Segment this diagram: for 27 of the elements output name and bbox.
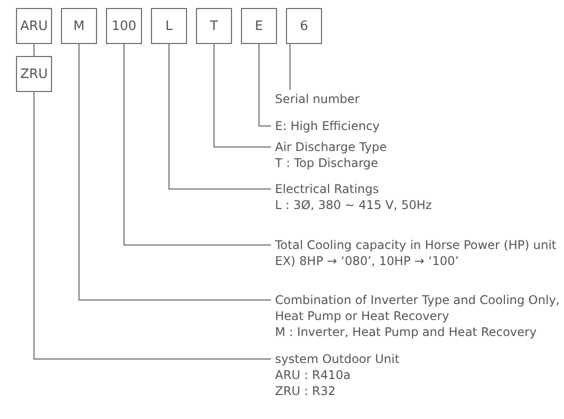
- description-heading: Combination of Inverter Type and Cooling Only, Heat Pump or Heat Recovery: [275, 292, 560, 324]
- code-box: T: [196, 8, 232, 44]
- description-heading: Total Cooling capacity in Horse Power (HP) unit: [275, 237, 556, 253]
- description-text: L : 3Ø, 380 ~ 415 V, 50Hz: [275, 197, 432, 213]
- description-heading: Serial number: [275, 91, 360, 107]
- leader-line: [214, 44, 272, 148]
- description-text: T : Top Discharge: [275, 155, 378, 171]
- description-heading: Air Discharge Type: [275, 139, 387, 155]
- leader-line: [124, 44, 272, 246]
- code-box: 100: [106, 8, 142, 44]
- description-text: ARU : R410a: [275, 367, 351, 383]
- code-box: ARU: [16, 8, 52, 44]
- code-box: 6: [286, 8, 322, 44]
- description-text: ZRU : R32: [275, 383, 336, 399]
- leader-line: [34, 92, 272, 360]
- code-box: ZRU: [16, 56, 52, 92]
- code-box: M: [61, 8, 97, 44]
- description-heading: E: High Efficiency: [275, 118, 380, 134]
- code-box: E: [241, 8, 277, 44]
- description-heading: system Outdoor Unit: [275, 351, 400, 367]
- leader-line: [78, 44, 272, 300]
- description-heading: Electrical Ratings: [275, 181, 379, 197]
- description-text: M : Inverter, Heat Pump and Heat Recovery: [275, 324, 537, 340]
- leader-line: [258, 44, 272, 126]
- leader-line: [168, 44, 272, 190]
- code-box: L: [151, 8, 187, 44]
- description-text: EX) 8HP → ‘080’, 10HP → ‘100’: [275, 253, 459, 269]
